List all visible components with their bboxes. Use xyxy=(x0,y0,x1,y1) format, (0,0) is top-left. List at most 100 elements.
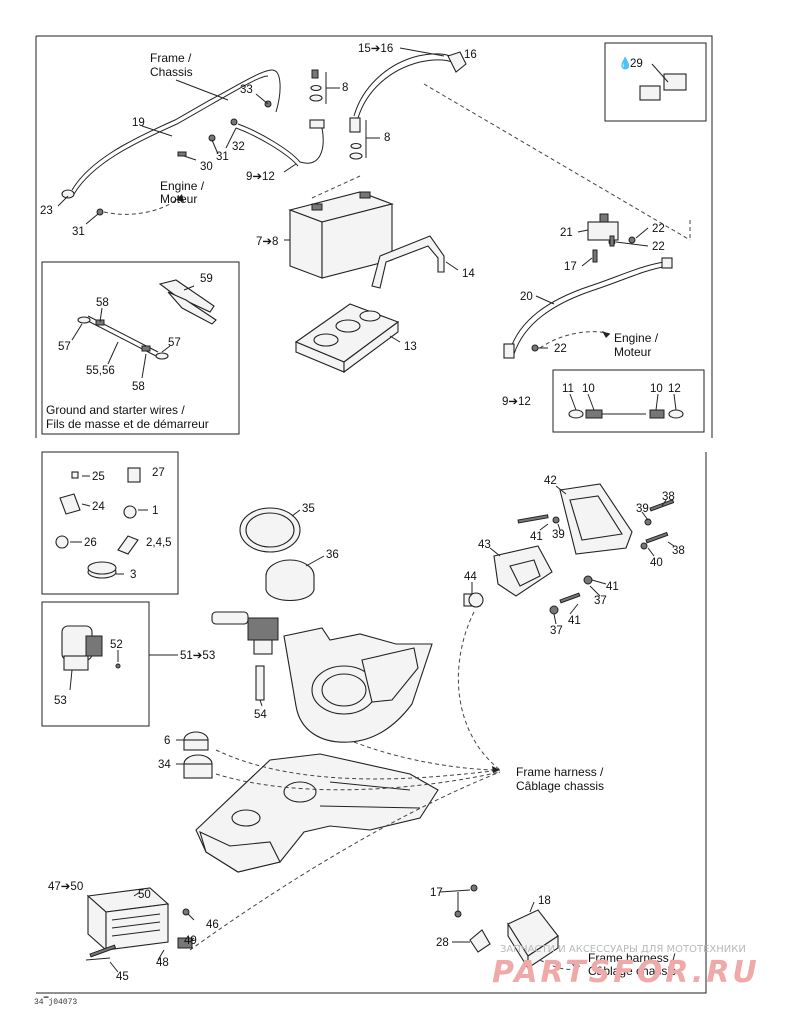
callout-3: 3 xyxy=(130,569,136,581)
headlight-43 xyxy=(493,545,553,597)
callout-45: 45 xyxy=(116,971,129,983)
callout-43: 43 xyxy=(478,539,491,551)
callout-52: 52 xyxy=(110,639,123,651)
callout-53: 53 xyxy=(54,695,67,707)
battery-7-8 xyxy=(288,175,394,279)
callout-58-a: 58 xyxy=(96,297,109,309)
upper-panel-parts xyxy=(61,51,691,419)
gauge-36 xyxy=(265,559,315,601)
arrow-marks xyxy=(176,194,610,970)
frame-chassis-label-1: Frame / xyxy=(150,51,192,65)
callout-22-a: 22 xyxy=(652,223,665,235)
callout-25: 25 xyxy=(92,471,105,483)
drawing-code: 34▔j04073 xyxy=(34,996,77,1007)
leader-lines xyxy=(57,47,677,973)
callout-38-a: 38 xyxy=(662,491,675,503)
callout-59: 59 xyxy=(200,273,213,285)
cable-inset-box xyxy=(552,369,705,433)
callout-14: 14 xyxy=(462,268,475,280)
callout-26: 26 xyxy=(84,537,97,549)
small-parts-inset-box xyxy=(41,451,179,595)
callout-34: 34 xyxy=(158,759,171,771)
callout-22-c: 22 xyxy=(554,343,567,355)
bulb-44 xyxy=(463,592,484,608)
watermark: ЗАПЧАСТИ И АКСЕССУАРЫ ДЛЯ МОТОТЕХНИКИ PA… xyxy=(492,944,760,990)
callout-9-12-a: 9➔12 xyxy=(246,171,275,183)
callout-10-b: 10 xyxy=(650,383,663,395)
callout-55-56: 55,56 xyxy=(86,365,115,377)
callout-41-b: 41 xyxy=(606,581,619,593)
callout-28: 28 xyxy=(436,937,449,949)
lower-frame-body xyxy=(195,753,439,873)
callout-31-a: 31 xyxy=(216,151,229,163)
callout-41-c: 41 xyxy=(568,615,581,627)
callout-39-a: 39 xyxy=(636,503,649,515)
callout-20: 20 xyxy=(520,291,533,303)
callout-15-16: 15➔16 xyxy=(358,43,393,55)
connector-29 xyxy=(639,73,687,101)
callout-22-b: 22 xyxy=(652,241,665,253)
plug-34 xyxy=(183,754,213,779)
callout-35: 35 xyxy=(302,503,315,515)
callout-37-b: 37 xyxy=(550,625,563,637)
starter-cable-20 xyxy=(509,261,665,351)
callout-36: 36 xyxy=(326,549,339,561)
callout-9-12-b: 9➔12 xyxy=(502,396,531,408)
callout-24: 24 xyxy=(92,501,105,513)
battery-tray-13 xyxy=(294,303,400,374)
callout-12: 12 xyxy=(668,383,681,395)
battery-strap-14 xyxy=(371,235,445,289)
callout-27: 27 xyxy=(152,467,165,479)
water-drop-icon: 💧 xyxy=(618,56,632,70)
handlebar-switch xyxy=(211,611,279,655)
callout-16: 16 xyxy=(464,49,477,61)
frame-chassis-label-2: Chassis xyxy=(150,65,193,79)
callout-8-b: 8 xyxy=(384,132,390,144)
connector-inset-box xyxy=(604,42,707,122)
switch-53 xyxy=(61,625,103,671)
callout-46: 46 xyxy=(206,919,219,931)
callout-6: 6 xyxy=(164,735,170,747)
cable-11-10-12 xyxy=(568,409,684,419)
ground-wires-inset-box xyxy=(41,261,240,435)
callout-57-a: 57 xyxy=(58,341,71,353)
frame-harness-label-1b: Câblage chassis xyxy=(516,779,604,793)
callout-51-53: 51➔53 xyxy=(180,650,215,662)
engine-label-1b: Moteur xyxy=(160,192,197,206)
callout-32: 32 xyxy=(232,141,245,153)
callout-8-a: 8 xyxy=(342,82,348,94)
starter-cable-15-16 xyxy=(357,59,457,119)
callout-39-b: 39 xyxy=(552,529,565,541)
front-cowl xyxy=(283,627,433,743)
callout-41-a: 41 xyxy=(530,531,543,543)
callout-7-8: 7➔8 xyxy=(256,236,278,248)
callout-38-b: 38 xyxy=(672,545,685,557)
callout-11: 11 xyxy=(562,383,574,395)
frame-harness-label-2b: Câblage chassis xyxy=(588,964,676,978)
bolt-8-upper xyxy=(309,69,323,102)
gauge-ring-35 xyxy=(239,507,301,553)
engine-label-1a: Engine / xyxy=(160,179,205,193)
ground-wires-caption-1: Ground and starter wires / xyxy=(46,403,185,417)
callout-40: 40 xyxy=(650,557,663,569)
ground-cable-55-56 xyxy=(77,315,169,360)
engine-label-2b: Moteur xyxy=(614,345,651,359)
callout-47-50: 47➔50 xyxy=(48,881,83,893)
ground-cable-9-12 xyxy=(237,123,324,164)
plug-6 xyxy=(183,731,209,751)
callout-31-b: 31 xyxy=(72,226,85,238)
callout-37-a: 37 xyxy=(594,595,607,607)
engine-label-2a: Engine / xyxy=(614,331,659,345)
watermark-logo: PARTSFOR.RU xyxy=(492,955,760,990)
callout-49: 49 xyxy=(184,935,197,947)
lower-panel-parts xyxy=(55,467,675,970)
callout-42: 42 xyxy=(544,475,557,487)
callout-29: 29 xyxy=(630,58,643,70)
callout-17-b: 17 xyxy=(430,887,443,899)
callout-44: 44 xyxy=(464,571,477,583)
ground-wires-caption-2: Fils de masse et de démarreur xyxy=(46,417,209,431)
callout-18: 18 xyxy=(538,895,551,907)
watermark-line: ЗАПЧАСТИ И АКСЕССУАРЫ ДЛЯ МОТОТЕХНИКИ xyxy=(500,944,746,955)
headlight-bracket-42 xyxy=(559,483,633,555)
